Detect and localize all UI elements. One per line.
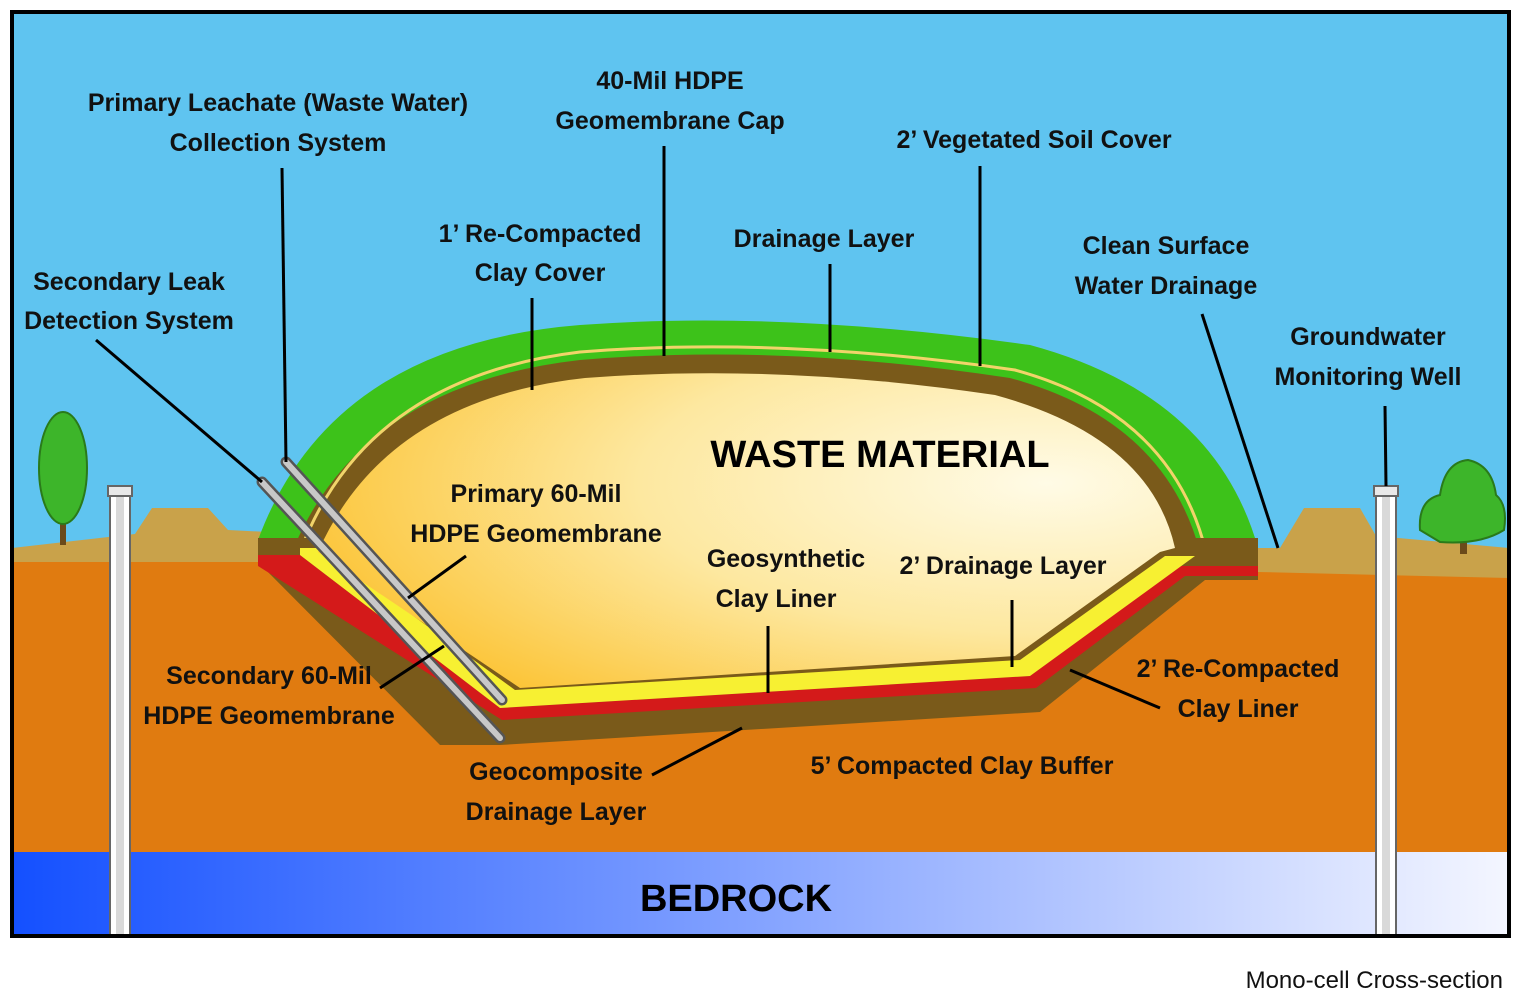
- label-vegetated-soil-cover: 2’ Vegetated Soil Cover: [896, 126, 1171, 154]
- cap-drainage-line: [298, 345, 1208, 553]
- label-cap-line1: 40-Mil HDPE: [596, 67, 743, 95]
- left-tree: [38, 411, 88, 545]
- leader-secondary-leak: [95, 338, 263, 484]
- right-tree: [1418, 458, 1506, 554]
- leader-geocomposite: [651, 726, 743, 777]
- label-primary-membrane-line1: Primary 60-Mil: [451, 480, 622, 508]
- leader-primary-membrane: [407, 554, 467, 600]
- secondary-membrane-band: [258, 555, 1258, 720]
- label-clay-liner-line1: 2’ Re-Compacted: [1137, 655, 1340, 683]
- label-cap-line2: Geomembrane Cap: [555, 107, 784, 135]
- label-groundwater-line2: Monitoring Well: [1274, 363, 1461, 391]
- label-clay-cover-line1: 1’ Re-Compacted: [439, 220, 642, 248]
- label-bedrock: BEDROCK: [640, 878, 833, 920]
- leader-primary-leachate: [280, 167, 288, 463]
- label-groundwater-line1: Groundwater: [1290, 323, 1446, 351]
- label-secondary-membrane-line1: Secondary 60-Mil: [166, 662, 372, 690]
- label-primary-leachate-line2: Collection System: [170, 129, 387, 157]
- waste-material-body: [318, 373, 1175, 688]
- label-clay-buffer: 5’ Compacted Clay Buffer: [811, 752, 1114, 780]
- label-geocomposite-line1: Geocomposite: [469, 758, 643, 786]
- label-clean-surface-line1: Clean Surface: [1083, 232, 1250, 260]
- label-waste-material: WASTE MATERIAL: [710, 434, 1049, 476]
- label-geocomposite-line2: Drainage Layer: [466, 798, 647, 826]
- leader-secondary-membrane: [379, 644, 445, 690]
- label-geosynthetic-line2: Clay Liner: [716, 585, 837, 613]
- label-drainage-2ft: 2’ Drainage Layer: [899, 552, 1106, 580]
- figure-caption: Mono-cell Cross-section: [1246, 967, 1503, 994]
- left-monitoring-well: [107, 485, 133, 937]
- label-primary-membrane-line2: HDPE Geomembrane: [410, 520, 662, 548]
- label-secondary-leak-line2: Detection System: [24, 307, 234, 335]
- label-drainage-layer: Drainage Layer: [734, 225, 915, 253]
- label-geosynthetic-line1: Geosynthetic: [707, 545, 865, 573]
- label-primary-leachate-line1: Primary Leachate (Waste Water): [88, 89, 468, 117]
- label-secondary-leak-line1: Secondary Leak: [33, 268, 225, 296]
- leader-groundwater: [1383, 405, 1388, 487]
- label-clay-cover-line2: Clay Cover: [475, 259, 606, 287]
- label-secondary-membrane-line2: HDPE Geomembrane: [143, 702, 395, 730]
- secondary-leak-pipe-inner: [259, 479, 503, 741]
- drainage-layer-band: [300, 548, 1195, 708]
- right-monitoring-well: [1373, 485, 1399, 937]
- diagram-frame: [10, 10, 1511, 938]
- bedrock-layer: [12, 852, 1509, 936]
- leader-clean-surface: [1200, 313, 1280, 549]
- label-clean-surface-line2: Water Drainage: [1075, 272, 1258, 300]
- leader-clay-liner: [1069, 668, 1161, 710]
- left-berm: [12, 508, 268, 562]
- label-clay-liner-line2: Clay Liner: [1178, 695, 1299, 723]
- primary-leachate-pipe-inner: [283, 459, 505, 703]
